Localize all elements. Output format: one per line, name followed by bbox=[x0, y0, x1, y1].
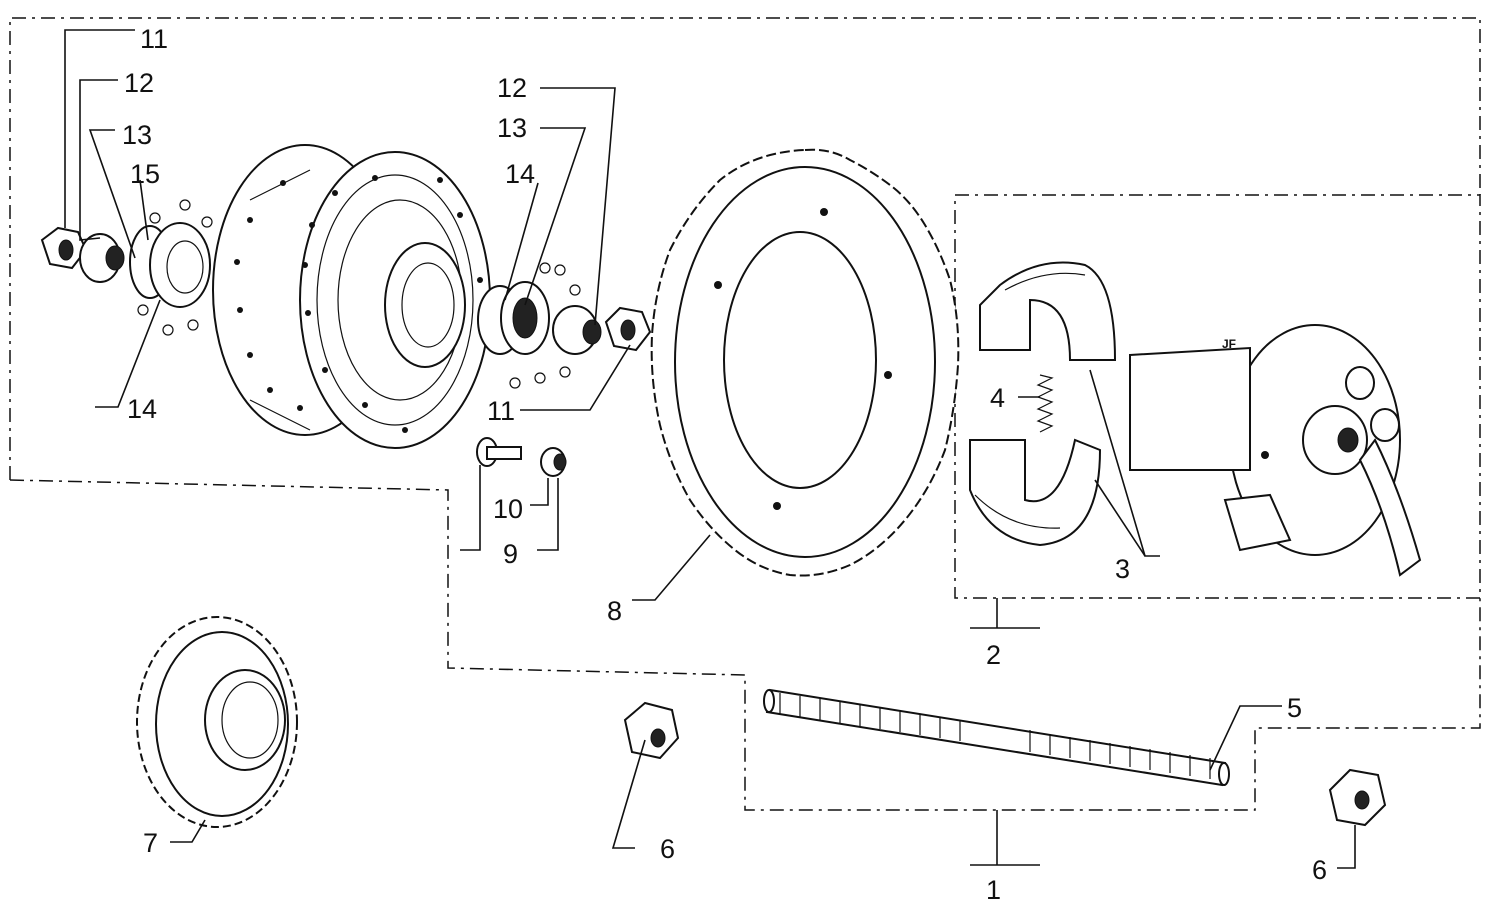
callout-6-left: 6 bbox=[660, 834, 675, 864]
axle-spindle bbox=[763, 688, 1230, 787]
callout-7: 7 bbox=[143, 828, 158, 858]
callout-5: 5 bbox=[1287, 693, 1302, 723]
callout-9: 9 bbox=[503, 539, 518, 569]
callout-12-right: 12 bbox=[497, 73, 527, 103]
callout-13-left: 13 bbox=[122, 120, 152, 150]
brake-plate-mark: JF bbox=[1222, 337, 1236, 351]
callout-2: 2 bbox=[986, 640, 1001, 670]
sprocket-bolt-nut bbox=[540, 447, 567, 477]
assembly-group-outline bbox=[9, 17, 1481, 811]
left-bearing-balls bbox=[137, 199, 213, 336]
upper-brake-shoe bbox=[979, 261, 1117, 361]
callout-4: 4 bbox=[990, 383, 1005, 413]
axle-nut-right bbox=[1328, 768, 1387, 827]
sprocket-bolt bbox=[476, 437, 522, 467]
callout-14-right: 14 bbox=[505, 159, 535, 189]
right-axle-nut bbox=[604, 306, 652, 352]
left-axle-nut bbox=[40, 226, 88, 270]
freewheel-sprocket bbox=[136, 616, 298, 828]
lower-brake-shoe bbox=[969, 438, 1102, 547]
callout-1: 1 bbox=[986, 875, 1001, 905]
brake-plate: JF bbox=[1129, 324, 1422, 577]
right-bearing-cup bbox=[477, 281, 550, 355]
left-cone bbox=[79, 233, 125, 283]
callout-15: 15 bbox=[130, 159, 160, 189]
rear-sprocket bbox=[650, 148, 960, 577]
callout-11-left: 11 bbox=[140, 24, 168, 54]
callout-12-left: 12 bbox=[124, 68, 154, 98]
left-bearing-cup bbox=[129, 222, 211, 308]
leader-lines bbox=[64, 29, 1356, 869]
callout-14-left: 14 bbox=[127, 394, 157, 424]
right-cone bbox=[552, 305, 602, 355]
callout-11-right: 11 bbox=[487, 396, 515, 426]
callout-6-right: 6 bbox=[1312, 855, 1327, 885]
callout-3: 3 bbox=[1115, 554, 1130, 584]
axle-nut-left bbox=[623, 701, 680, 760]
callout-8: 8 bbox=[607, 596, 622, 626]
callout-13-right: 13 bbox=[497, 113, 527, 143]
callout-10: 10 bbox=[493, 494, 523, 524]
hub-drum bbox=[212, 144, 491, 449]
brake-spring bbox=[1036, 374, 1054, 433]
right-bearing-balls bbox=[509, 262, 581, 389]
